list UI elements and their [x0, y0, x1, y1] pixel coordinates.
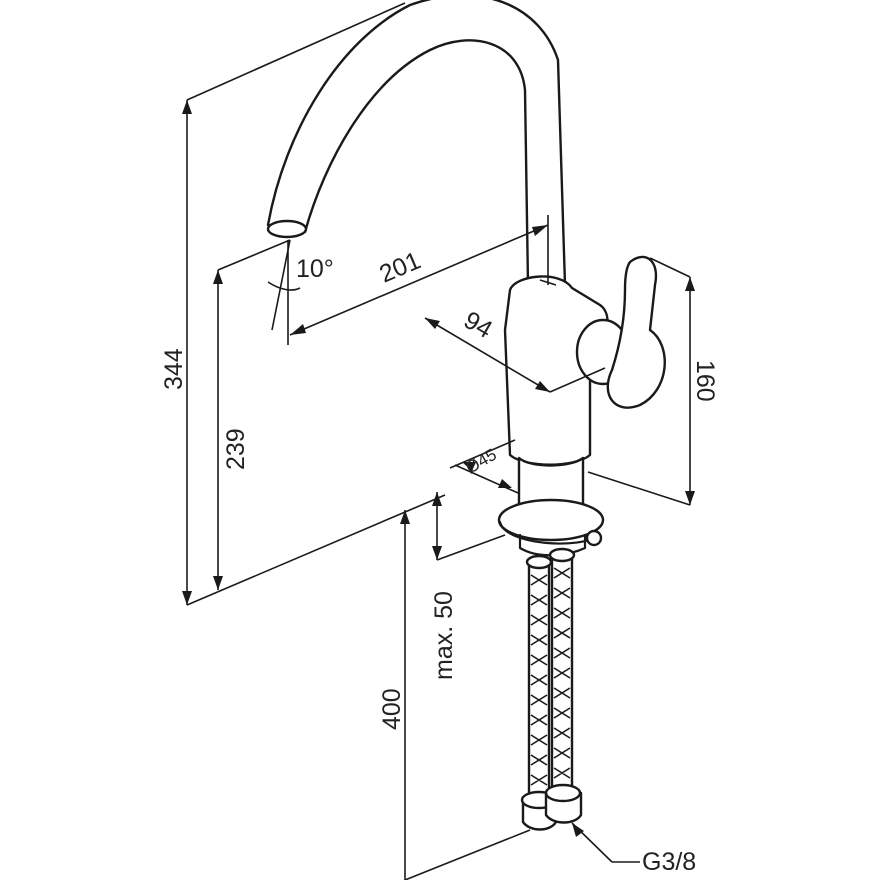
label-344: 344 — [160, 348, 188, 390]
faucet-outline — [266, 0, 666, 831]
spout-tip — [266, 219, 308, 239]
label-239: 239 — [222, 428, 250, 470]
hose-right — [548, 547, 576, 789]
lever-handle — [606, 255, 666, 409]
label-max-50: max. 50 — [430, 591, 458, 680]
label-201: 201 — [375, 246, 424, 288]
hose-fittings — [520, 783, 583, 831]
label-g3-8: G3/8 — [642, 848, 696, 876]
label-160: 160 — [691, 360, 719, 402]
label-diameter-45: Ø45 — [463, 445, 500, 478]
label-10-degrees: 10° — [296, 255, 334, 283]
mounting-ring — [497, 498, 605, 542]
dimension-lines — [182, 2, 695, 880]
spout — [266, 0, 567, 287]
mounting-screw — [585, 529, 603, 547]
hose-left — [525, 554, 553, 796]
label-94: 94 — [459, 306, 497, 344]
label-400: 400 — [378, 688, 406, 730]
